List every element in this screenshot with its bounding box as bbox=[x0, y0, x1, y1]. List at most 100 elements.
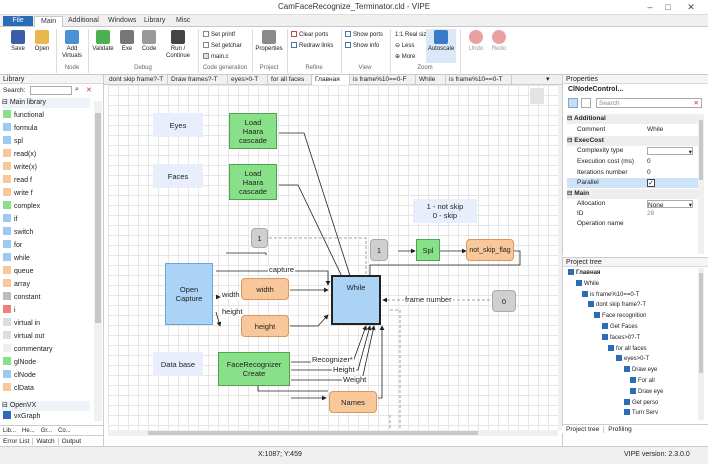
tab-output[interactable]: Output bbox=[61, 438, 82, 445]
prop-complexity[interactable]: Complexity type▾ bbox=[577, 147, 693, 156]
main-c-button[interactable]: main.c bbox=[203, 53, 229, 61]
prop-parallel[interactable]: Parallel✓ bbox=[567, 178, 698, 188]
library-item-write-f[interactable]: write f bbox=[3, 188, 91, 200]
open-capture-node[interactable]: Open Capture bbox=[165, 263, 213, 325]
main-library-group[interactable]: ⊟ Main library bbox=[2, 98, 90, 108]
constant-1-right[interactable]: 1 bbox=[370, 239, 388, 261]
complexity-dropdown[interactable]: ▾ bbox=[647, 147, 693, 156]
redraw-links-button[interactable]: Redraw links bbox=[291, 42, 333, 50]
tree-item[interactable]: Draw eye bbox=[624, 366, 657, 374]
tab-project-tree[interactable]: Project tree bbox=[562, 426, 605, 433]
autoscale-button[interactable]: Autoscale bbox=[426, 29, 456, 63]
show-info-toggle[interactable]: Show info bbox=[345, 42, 379, 50]
tree-item[interactable]: While bbox=[576, 279, 599, 288]
doc-tab-while[interactable]: While bbox=[416, 75, 446, 85]
library-item-commentary[interactable]: commentary bbox=[3, 344, 91, 356]
properties-scrollbar[interactable] bbox=[698, 114, 704, 254]
doc-tab-dont-skip[interactable]: dont skip frame?-T bbox=[106, 75, 168, 85]
undo-button[interactable]: Undo bbox=[464, 29, 488, 63]
spl-node[interactable]: Spl bbox=[416, 239, 440, 261]
run-continue-button[interactable]: Run / Continue bbox=[163, 29, 193, 63]
tabs-dropdown-icon[interactable]: ▾ bbox=[546, 76, 550, 83]
library-item-array[interactable]: array bbox=[3, 279, 91, 291]
tree-item[interactable]: Draw eye bbox=[630, 387, 663, 396]
doc-tab-frame-t[interactable]: is frame%10==0-T bbox=[446, 75, 512, 85]
tree-item[interactable]: For all bbox=[630, 377, 655, 385]
tab-lib[interactable]: Lib... bbox=[0, 428, 20, 434]
canvas-vscrollbar[interactable] bbox=[558, 85, 563, 430]
library-item-complex[interactable]: complex bbox=[3, 201, 91, 213]
constant-1-top[interactable]: 1 bbox=[251, 228, 268, 248]
eyes-label[interactable]: Eyes bbox=[153, 113, 203, 137]
redo-button[interactable]: Redo bbox=[487, 29, 511, 63]
set-getchar-checkbox[interactable]: Set getchar bbox=[203, 42, 242, 50]
tree-item[interactable]: is frame%10==0-T bbox=[582, 290, 639, 299]
height-node[interactable]: height bbox=[241, 315, 289, 337]
categorized-icon[interactable] bbox=[568, 98, 578, 108]
section-additional[interactable]: ⊟ Additional bbox=[567, 114, 698, 124]
library-item-clnode[interactable]: clNode bbox=[3, 370, 91, 382]
library-item-write-x-[interactable]: write(x) bbox=[3, 162, 91, 174]
tab-misc[interactable]: Misc bbox=[176, 17, 191, 24]
library-item-spl[interactable]: spl bbox=[3, 136, 91, 148]
tree-item[interactable]: for all faces bbox=[608, 344, 647, 353]
load-haara-cascade-faces[interactable]: Load Haara cascade bbox=[229, 164, 277, 200]
minimize-icon[interactable]: – bbox=[647, 2, 653, 12]
tab-windows[interactable]: Windows bbox=[108, 17, 137, 24]
library-item-for[interactable]: for bbox=[3, 240, 91, 252]
library-search-input[interactable] bbox=[30, 86, 72, 95]
while-node[interactable]: While bbox=[331, 275, 381, 325]
tree-item[interactable]: dont skip frame?-T bbox=[588, 301, 646, 309]
doc-tab-frame-f[interactable]: is frame%10==0-F bbox=[350, 75, 416, 85]
library-item-virtual-in[interactable]: virtual in bbox=[3, 318, 91, 330]
canvas-hscrollbar[interactable] bbox=[108, 430, 558, 436]
open-button[interactable]: Open bbox=[30, 29, 54, 63]
names-node[interactable]: Names bbox=[329, 391, 377, 413]
doc-tab-draw-frames[interactable]: Draw frames?-T bbox=[168, 75, 228, 85]
maximize-icon[interactable]: □ bbox=[665, 2, 671, 12]
library-scrollbar[interactable] bbox=[94, 101, 102, 421]
tree-item[interactable]: faces>0?-T bbox=[602, 333, 640, 342]
tab-additional[interactable]: Additional bbox=[68, 17, 99, 24]
tree-item[interactable]: Главная bbox=[568, 269, 600, 277]
tab-he[interactable]: He... bbox=[22, 428, 35, 434]
library-item-i[interactable]: i bbox=[3, 305, 91, 317]
exe-button[interactable]: Exe bbox=[115, 29, 139, 63]
library-item-virtual-out[interactable]: virtual out bbox=[3, 331, 91, 343]
diagram-canvas[interactable]: Eyes Faces Data base Load Haara cascade … bbox=[108, 85, 558, 430]
library-item-glnode[interactable]: glNode bbox=[3, 357, 91, 369]
library-item-vxgraph[interactable]: vxGraph bbox=[3, 411, 91, 423]
trash-icon[interactable] bbox=[530, 88, 544, 104]
tab-library[interactable]: Library bbox=[144, 17, 166, 24]
clear-search-icon[interactable]: ✕ bbox=[86, 87, 92, 94]
not-skip-flag-node[interactable]: not_skip_flag bbox=[466, 239, 514, 261]
prop-operation-name[interactable]: Operation name bbox=[577, 220, 624, 227]
openvx-group[interactable]: ⊟ OpenVX bbox=[2, 401, 90, 411]
width-node[interactable]: width bbox=[241, 278, 289, 300]
constant-0-node[interactable]: 0 bbox=[492, 290, 516, 312]
faces-label[interactable]: Faces bbox=[153, 164, 203, 188]
alphabetical-icon[interactable] bbox=[581, 98, 591, 108]
more-button[interactable]: ⊕ More bbox=[395, 54, 416, 60]
set-printf-checkbox[interactable]: Set printf bbox=[203, 31, 235, 39]
tree-item[interactable]: Get perso bbox=[624, 398, 658, 407]
save-button[interactable]: Save bbox=[6, 29, 30, 63]
less-button[interactable]: ⊖ Less bbox=[395, 43, 415, 49]
library-item-queue[interactable]: queue bbox=[3, 266, 91, 278]
tree-item[interactable]: Get Faces bbox=[602, 323, 638, 331]
library-item-read-f[interactable]: read f bbox=[3, 175, 91, 187]
allocation-dropdown[interactable]: None▾ bbox=[647, 200, 693, 209]
doc-tab-for-all-faces[interactable]: for all faces bbox=[268, 75, 312, 85]
library-item-read-x-[interactable]: read(x) bbox=[3, 149, 91, 161]
code-button[interactable]: Code bbox=[137, 29, 161, 63]
tab-co[interactable]: Co... bbox=[58, 428, 71, 434]
doc-tab-eyes[interactable]: eyes>0-T bbox=[228, 75, 268, 85]
add-virtuals-button[interactable]: Add Virtuals bbox=[59, 29, 85, 63]
tree-item[interactable]: Turn Serv bbox=[624, 409, 658, 417]
properties-search-input[interactable]: Search✕ bbox=[596, 98, 702, 108]
show-ports-toggle[interactable]: Show ports bbox=[345, 31, 383, 39]
